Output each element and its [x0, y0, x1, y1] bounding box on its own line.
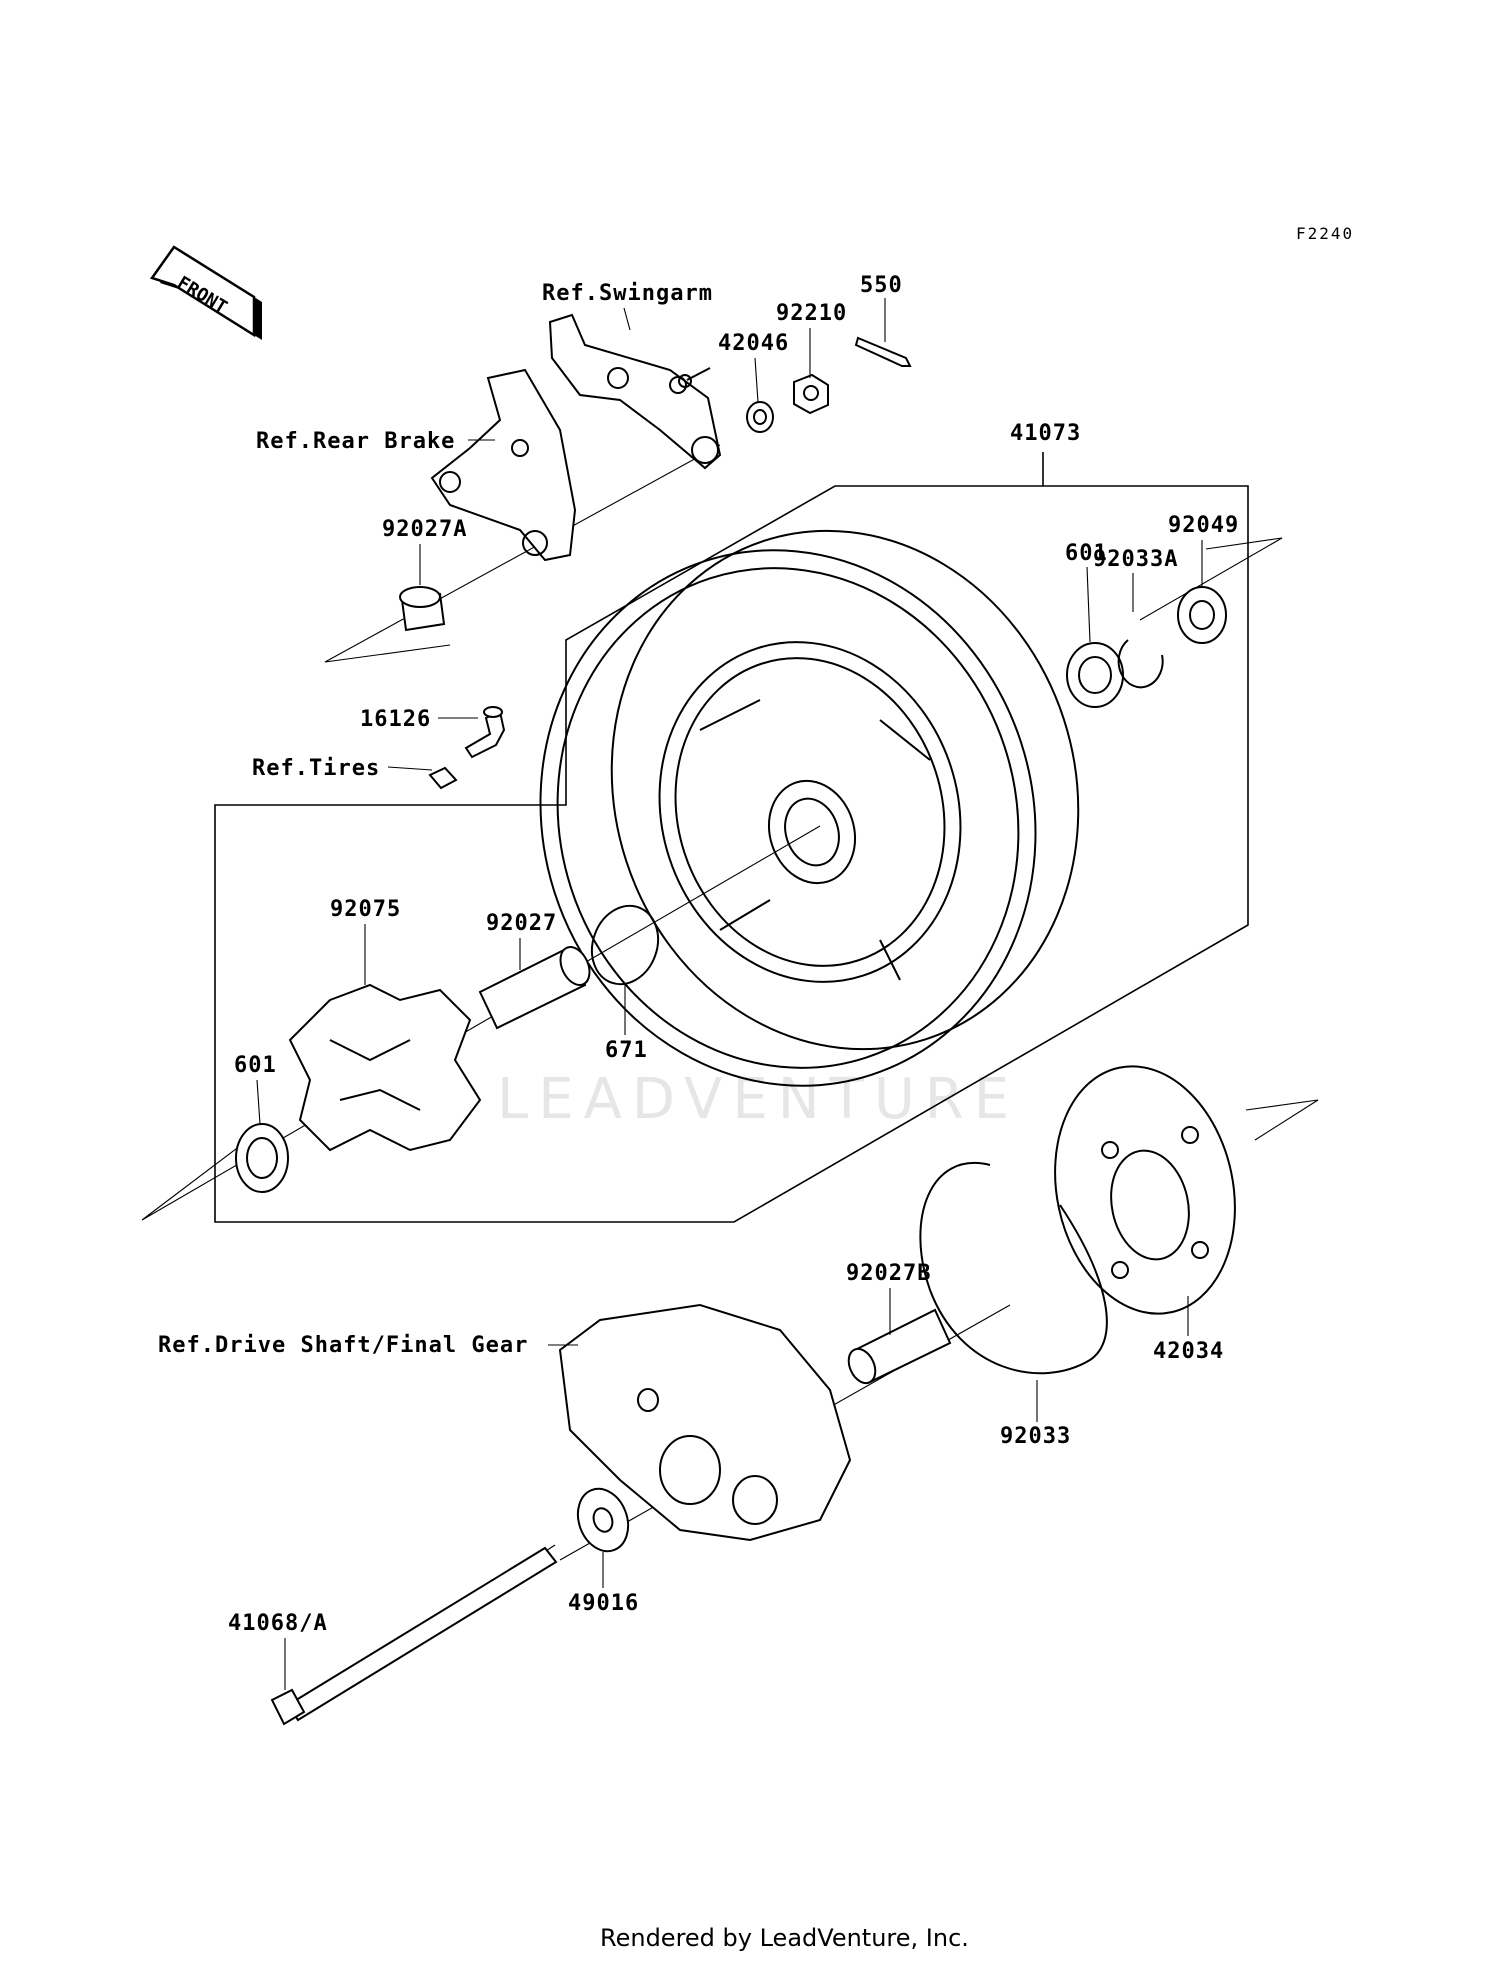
o-ring-671: [590, 904, 660, 986]
hub-42034: [1054, 1065, 1236, 1315]
label-92049: 92049: [1168, 513, 1239, 538]
label-601-left: 601: [234, 1053, 277, 1078]
label-550: 550: [860, 273, 903, 298]
axle-41068a: [270, 1546, 558, 1726]
label-41068a: 41068/A: [228, 1611, 328, 1636]
label-41073: 41073: [1010, 421, 1081, 446]
nut-92210: [793, 373, 829, 415]
final-gear-case: [558, 1303, 852, 1542]
rear-brake-bracket: [430, 368, 577, 562]
front-arrow-icon: FRONT: [149, 245, 262, 340]
label-92027b: 92027B: [846, 1261, 931, 1286]
label-92033: 92033: [1000, 1424, 1071, 1449]
collar-92027a: [399, 586, 446, 632]
bearing-601-left: [235, 1123, 289, 1193]
washer-42046: [746, 401, 774, 433]
label-92027a: 92027A: [382, 517, 467, 542]
label-671: 671: [605, 1038, 648, 1063]
label-92027: 92027: [486, 911, 557, 936]
label-ref-drive-shaft: Ref.Drive Shaft/Final Gear: [158, 1333, 528, 1358]
collar-92027: [478, 946, 591, 1030]
label-ref-swingarm: Ref.Swingarm: [542, 281, 713, 306]
bolt-42046-area: [678, 367, 711, 388]
rear-wheel-41073: [539, 529, 1080, 1087]
cotter-pin-550: [854, 336, 912, 367]
axis-left: [141, 825, 821, 1221]
label-49016: 49016: [568, 1591, 639, 1616]
valve-cap-tires: [428, 766, 458, 790]
axis-top: [324, 444, 721, 663]
label-92075: 92075: [330, 897, 401, 922]
valve-stem-16126: [464, 706, 506, 759]
label-92033a: 92033A: [1093, 547, 1178, 572]
bearing-601-top: [1066, 642, 1124, 708]
damper-92075: [288, 983, 482, 1152]
seal-92049: [1177, 586, 1227, 644]
ring-92033: [919, 1162, 1108, 1375]
collar-92027b: [847, 1308, 952, 1385]
axis-right-lower: [1245, 1099, 1319, 1141]
footer-credit: Rendered by LeadVenture, Inc.: [600, 1924, 969, 1952]
label-ref-tires: Ref.Tires: [252, 756, 380, 781]
diagram-code: F2240: [1296, 224, 1354, 243]
label-42046: 42046: [718, 331, 789, 356]
swingarm-bracket: [548, 313, 722, 470]
label-42034: 42034: [1153, 1339, 1224, 1364]
label-92210: 92210: [776, 301, 847, 326]
label-16126: 16126: [360, 707, 431, 732]
watermark-text: LEADVENTURE: [497, 1067, 1019, 1132]
circlip-92033a: [1117, 639, 1164, 689]
label-601-top: 601: [1065, 541, 1108, 566]
washer-49016: [576, 1487, 630, 1553]
label-ref-rear-brake: Ref.Rear Brake: [256, 429, 455, 454]
